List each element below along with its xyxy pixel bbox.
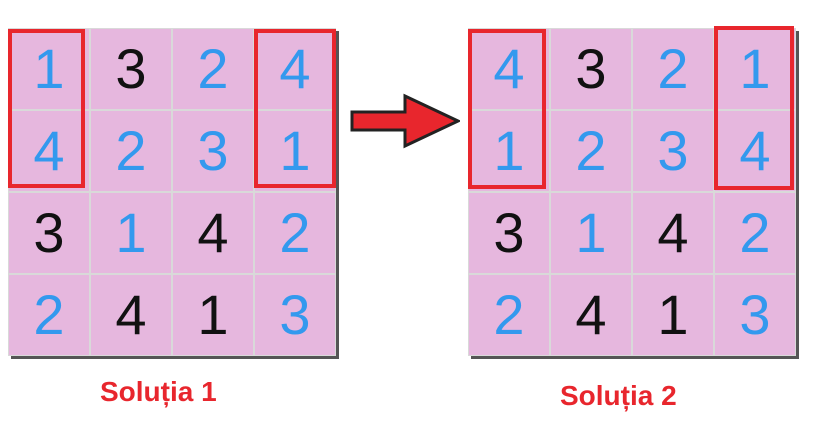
grid-cell: 3 bbox=[254, 274, 336, 356]
grid-cell: 2 bbox=[8, 274, 90, 356]
highlight-box-left-column bbox=[468, 29, 546, 189]
caption-solution-2: Soluția 2 bbox=[560, 380, 677, 411]
grid-cell: 2 bbox=[172, 28, 254, 110]
grid-cell: 3 bbox=[8, 192, 90, 274]
grid-cell: 1 bbox=[550, 192, 632, 274]
grid-cell: 3 bbox=[714, 274, 796, 356]
grid-cell: 3 bbox=[172, 110, 254, 192]
grid-cell: 4 bbox=[550, 274, 632, 356]
grid-cell: 2 bbox=[550, 110, 632, 192]
grid-cell: 3 bbox=[550, 28, 632, 110]
right-arrow-icon bbox=[350, 93, 460, 149]
grid-cell: 1 bbox=[172, 274, 254, 356]
grid-cell: 3 bbox=[632, 110, 714, 192]
highlight-box-right-column bbox=[714, 26, 794, 190]
grid-cell: 4 bbox=[632, 192, 714, 274]
grid-cell: 4 bbox=[254, 28, 336, 110]
grid-cell: 4 bbox=[714, 110, 796, 192]
grid-cell: 2 bbox=[254, 192, 336, 274]
grid-cell: 1 bbox=[468, 110, 550, 192]
grid-cell: 3 bbox=[90, 28, 172, 110]
grid-cell: 4 bbox=[468, 28, 550, 110]
grid-cell: 3 bbox=[468, 192, 550, 274]
caption-solution-1: Soluția 1 bbox=[100, 376, 217, 407]
highlight-box-left-column bbox=[8, 29, 85, 188]
sudoku-grid-solution-2: 4 3 2 1 1 2 3 4 3 1 4 2 2 4 1 3 bbox=[468, 28, 796, 356]
grid-cell: 1 bbox=[8, 28, 90, 110]
grid-cell: 1 bbox=[90, 192, 172, 274]
sudoku-grid-solution-1: 1 3 2 4 4 2 3 1 3 1 4 2 2 4 1 3 bbox=[8, 28, 336, 356]
grid-cell: 4 bbox=[172, 192, 254, 274]
grid-cell: 4 bbox=[90, 274, 172, 356]
grid-cell: 1 bbox=[632, 274, 714, 356]
grid-cell: 2 bbox=[632, 28, 714, 110]
grid-cell: 2 bbox=[714, 192, 796, 274]
highlight-box-right-column bbox=[254, 29, 336, 188]
grid-cell: 2 bbox=[90, 110, 172, 192]
grid-cell: 4 bbox=[8, 110, 90, 192]
grid-cell: 2 bbox=[468, 274, 550, 356]
grid-cell: 1 bbox=[254, 110, 336, 192]
